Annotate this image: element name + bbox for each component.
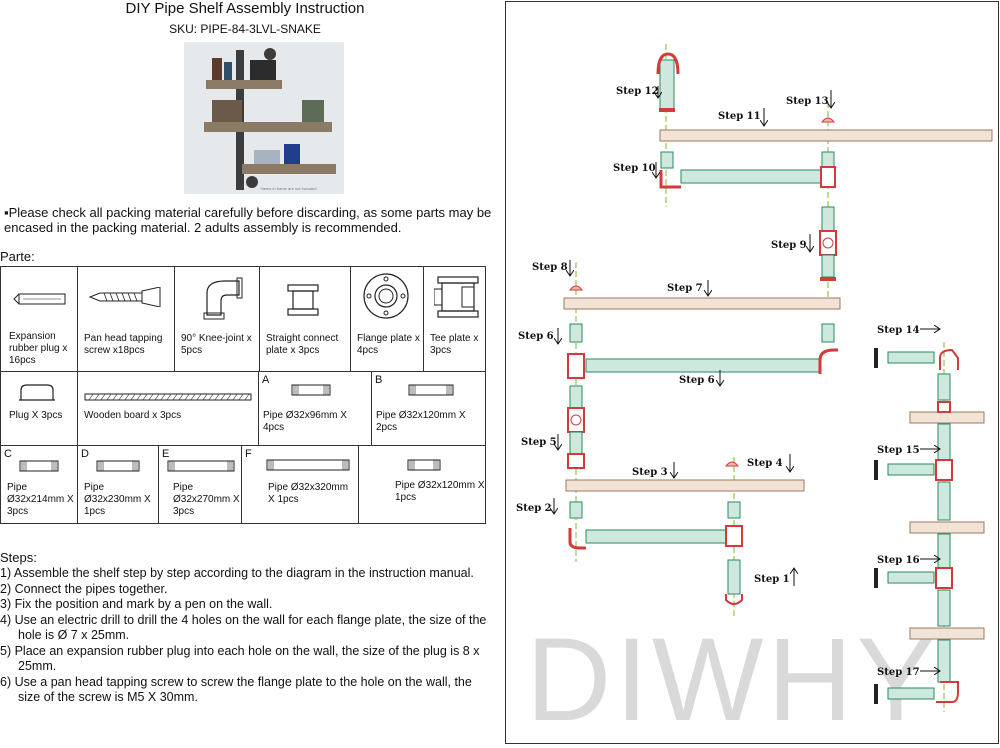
photo-caption: *Items in frame are not included: [260, 186, 316, 191]
part-tag: A: [262, 374, 270, 386]
part-wooden-board: Wooden board x 3pcs: [77, 371, 259, 446]
step-6a-label: Step 6: [518, 331, 554, 342]
steps-list: 1) Assemble the shelf step by step accor…: [0, 566, 490, 706]
parts-heading: Parte:: [0, 249, 35, 264]
part-screw: Pan head tapping screw x18pcs: [77, 266, 175, 372]
step-15-label: Step 15: [877, 445, 920, 456]
part-tag: F: [245, 448, 252, 460]
watermark: DIWHY: [526, 614, 939, 743]
screw-icon: [88, 287, 161, 307]
knee-joint-icon: [203, 277, 243, 320]
step-9-label: Step 9: [771, 240, 807, 251]
part-pipe-d: D Pipe Ø32x230mm X 1pcs: [77, 445, 159, 524]
page-title: DIY Pipe Shelf Assembly Instruction: [125, 0, 365, 17]
step-item: 6) Use a pan head tapping screw to screw…: [0, 674, 472, 705]
part-label: Wooden board x 3pcs: [84, 410, 182, 421]
part-tag: C: [4, 448, 12, 460]
part-flange-plate: Flange plate x 4pcs: [350, 266, 424, 372]
step-item: 2) Connect the pipes together.: [0, 581, 168, 596]
part-label: Pipe Ø32x96mm X 4pcs: [263, 410, 347, 433]
pipe-icon: [19, 460, 59, 472]
tee-plate-icon: [434, 276, 479, 318]
part-label: Straight connect plate x 3pcs: [266, 333, 339, 356]
part-label: Pipe Ø32x230mm X 1pcs: [84, 482, 151, 517]
step-labels: Step 12 Step 13 Step 11 Step 10 Step 9 S…: [516, 86, 940, 678]
step-2-label: Step 2: [516, 503, 552, 514]
part-pipe-b: B Pipe Ø32x120mm X 2pcs: [371, 371, 486, 446]
part-straight-connect: Straight connect plate x 3pcs: [259, 266, 351, 372]
assembly-diagram: DIWHY: [505, 1, 999, 746]
step-item: 5) Place an expansion rubber plug into e…: [0, 643, 480, 674]
part-label: Pipe Ø32x270mm X 3pcs: [173, 482, 240, 517]
part-label: Tee plate x 3pcs: [430, 333, 479, 356]
sku-label: SKU: PIPE-84-3LVL-SNAKE: [169, 22, 321, 36]
step-16-label: Step 16: [877, 555, 920, 566]
part-tag: E: [162, 448, 170, 460]
wooden-board-icon: [84, 393, 252, 401]
parts-table-row-2: Plug X 3pcs Wooden board x 3pcs A Pipe Ø…: [0, 371, 486, 446]
parts-table-row-3: C Pipe Ø32x214mm X 3pcs D Pipe Ø32x230mm…: [0, 445, 486, 524]
centerlines: [575, 44, 945, 712]
pipe-icon: [407, 459, 441, 471]
shelf-photo-illustration: *Items in frame are not included: [184, 42, 344, 194]
flange-plate-icon: [363, 273, 409, 319]
expansion-plug-icon: [13, 293, 66, 305]
side-assembly: [874, 348, 985, 704]
pipe-icon: [291, 384, 331, 396]
assembly-diagram-svg: DIWHY: [516, 44, 993, 746]
part-pipe-a: A Pipe Ø32x96mm X 4pcs: [258, 371, 372, 446]
part-plug: Plug X 3pcs: [0, 371, 78, 446]
straight-connect-icon: [287, 284, 319, 316]
part-knee-joint: 90° Knee-joint x 5pcs: [174, 266, 260, 372]
product-photo: *Items in frame are not included: [184, 42, 344, 194]
step-17-label: Step 17: [877, 667, 920, 678]
parts-table-row-1: Expansion rubber plug x 16pcs Pan head t…: [0, 266, 486, 372]
pipe-icon: [408, 384, 454, 396]
part-label: Expansion rubber plug x 16pcs: [9, 331, 68, 366]
part-label: Pipe Ø32x214mm X 3pcs: [7, 482, 74, 517]
step-4-label: Step 4: [747, 458, 783, 469]
part-pipe-c: C Pipe Ø32x214mm X 3pcs: [0, 445, 78, 524]
step-item: 4) Use an electric drill to drill the 4 …: [0, 612, 487, 643]
lower-assembly: [565, 461, 805, 605]
plug-icon: [19, 384, 55, 401]
part-pipe-f: F Pipe Ø32x320mm X 1pcs: [241, 445, 359, 524]
pipe-icon: [96, 460, 140, 472]
step-item: 1) Assemble the shelf step by step accor…: [0, 566, 474, 580]
packing-note: ▪Please check all packing material caref…: [4, 205, 492, 235]
step-8-label: Step 8: [532, 262, 568, 273]
part-tag: B: [375, 374, 383, 386]
part-expansion-plug: Expansion rubber plug x 16pcs: [0, 266, 78, 372]
part-label: Pan head tapping screw x18pcs: [84, 333, 163, 356]
part-label: Pipe Ø32x120mm X 2pcs: [376, 410, 466, 433]
pipe-icon: [266, 459, 350, 471]
step-5-label: Step 5: [521, 437, 557, 448]
step-11-label: Step 11: [718, 111, 761, 122]
part-label: 90° Knee-joint x 5pcs: [181, 333, 252, 356]
middle-assembly: [563, 285, 841, 469]
part-label: Flange plate x 4pcs: [357, 333, 420, 356]
part-pipe-extra: Pipe Ø32x120mm X 1pcs: [358, 445, 486, 524]
steps-heading: Steps:: [0, 550, 37, 565]
step-1-label: Step 1: [754, 574, 790, 585]
step-10-label: Step 10: [613, 163, 656, 174]
step-12-label: Step 12: [616, 86, 659, 97]
part-tee-plate: Tee plate x 3pcs: [423, 266, 486, 372]
part-tag: D: [81, 448, 89, 460]
step-3-label: Step 3: [632, 467, 668, 478]
part-label: Pipe Ø32x320mm X 1pcs: [268, 482, 349, 505]
top-assembly: [656, 52, 993, 281]
step-13-label: Step 13: [786, 96, 829, 107]
step-item: 3) Fix the position and mark by a pen on…: [0, 597, 273, 611]
part-label: Plug X 3pcs: [9, 410, 63, 421]
part-pipe-e: E Pipe Ø32x270mm X 3pcs: [158, 445, 242, 524]
part-label: Pipe Ø32x120mm X 1pcs: [395, 480, 485, 503]
step-7-label: Step 7: [667, 283, 703, 294]
step-6b-label: Step 6: [679, 375, 715, 386]
pipe-icon: [167, 460, 235, 472]
step-14-label: Step 14: [877, 325, 920, 336]
